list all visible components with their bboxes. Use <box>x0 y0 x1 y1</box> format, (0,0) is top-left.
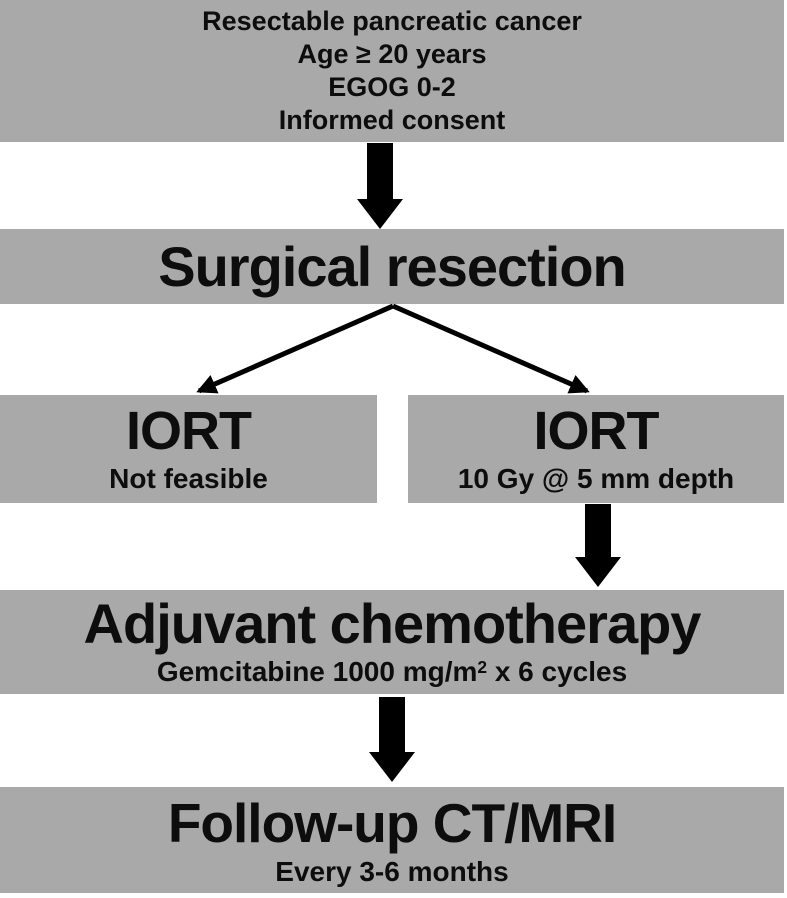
surgical-resection-box: Surgical resection <box>0 229 784 304</box>
down-arrow-shaft <box>367 143 393 200</box>
eligibility-line-2: Age ≥ 20 years <box>297 39 487 69</box>
eligibility-line-4: Informed consent <box>278 105 506 135</box>
down-arrow-head <box>357 199 403 229</box>
follow-up-subtitle: Every 3-6 months <box>275 855 509 887</box>
iort-not-feasible-title: IORT <box>126 401 252 461</box>
branch-arrow-right-icon <box>391 303 590 394</box>
surgical-resection-title: Surgical resection <box>158 234 627 298</box>
down-arrow-icon <box>357 143 403 229</box>
down-arrow-icon <box>369 697 415 782</box>
iort-performed-box: IORT 10 Gy @ 5 mm depth <box>408 395 784 503</box>
branch-arrows <box>196 303 590 394</box>
branch-arrow-left-icon <box>196 303 395 394</box>
follow-up-box: Follow-up CT/MRI Every 3-6 months <box>0 787 784 893</box>
gemcitabine-dose-text: Gemcitabine 1000 mg/m <box>156 655 478 687</box>
eligibility-line-3: EGOG 0-2 <box>328 72 456 102</box>
down-arrow-head <box>575 557 621 587</box>
follow-up-title: Follow-up CT/MRI <box>167 791 617 854</box>
cycles-text: x 6 cycles <box>487 655 628 687</box>
adjuvant-chemotherapy-title: Adjuvant chemotherapy <box>83 591 702 655</box>
dose-superscript: 2 <box>477 657 488 678</box>
iort-performed-subtitle: 10 Gy @ 5 mm depth <box>457 463 735 494</box>
eligibility-line-1: Resectable pancreatic cancer <box>202 6 582 36</box>
adjuvant-chemotherapy-subtitle: Gemcitabine 1000 mg/m2 x 6 cycles <box>156 655 628 690</box>
adjuvant-chemotherapy-box: Adjuvant chemotherapy Gemcitabine 1000 m… <box>0 590 784 694</box>
iort-performed-title: IORT <box>533 401 660 461</box>
down-arrow-icon <box>575 504 621 587</box>
down-arrow-shaft <box>585 504 611 558</box>
iort-not-feasible-subtitle: Not feasible <box>109 463 268 494</box>
eligibility-box: Resectable pancreatic cancer Age ≥ 20 ye… <box>0 0 784 142</box>
iort-not-feasible-box: IORT Not feasible <box>0 395 377 503</box>
down-arrow-head <box>369 752 415 782</box>
down-arrow-shaft <box>379 697 405 753</box>
